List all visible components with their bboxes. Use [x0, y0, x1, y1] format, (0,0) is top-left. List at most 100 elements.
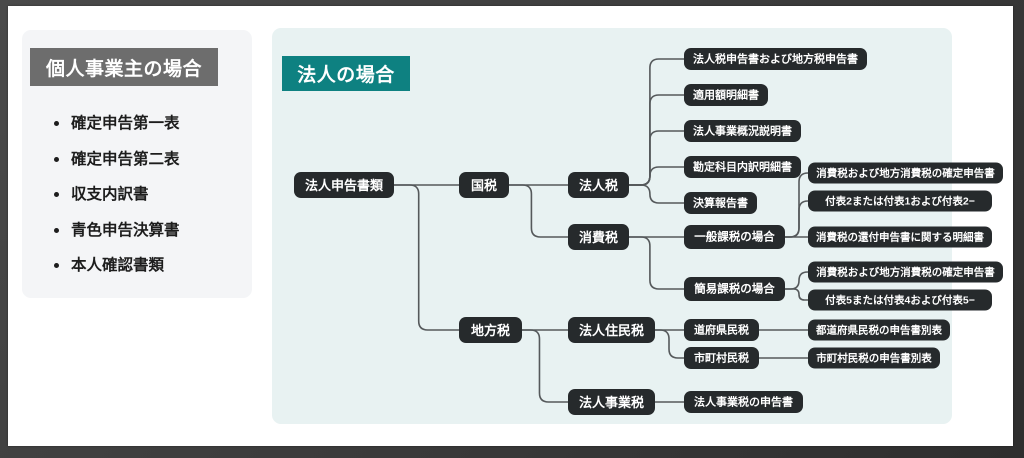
node-national-tax-label: 国税	[471, 178, 497, 193]
corporation-badge: 法人の場合	[282, 56, 410, 91]
mindmap-connectors	[394, 58, 809, 403]
node-enterprise-doc-1-box[interactable]	[684, 391, 803, 413]
list-item: 本人確認書類	[52, 258, 242, 274]
node-corporate-inhabitant-tax-label: 法人住民税	[579, 323, 644, 338]
node-corporate-doc-4-label: 勘定科目内訳明細書	[693, 160, 792, 174]
node-simplified-taxation-box[interactable]	[684, 277, 785, 301]
node-root[interactable]: 法人申告書類	[294, 172, 394, 198]
connector-simplified-doc-2	[785, 288, 808, 301]
list-item: 確定申告第二表	[52, 151, 242, 168]
node-general-doc-2[interactable]: 付表2または付表1および付表2−	[808, 190, 992, 212]
list-item: 確定申告第一表	[52, 116, 242, 132]
node-enterprise-doc-1[interactable]: 法人事業税の申告書	[684, 391, 803, 413]
node-general-taxation-box[interactable]	[684, 225, 785, 249]
node-general-doc-1-label: 消費税および地方消費税の確定申告書	[816, 167, 995, 180]
node-general-doc-2-box[interactable]	[808, 190, 992, 212]
node-municipal-inhabitant-tax[interactable]: 市町村民税	[684, 347, 759, 369]
node-simplified-taxation[interactable]: 簡易課税の場合	[684, 277, 785, 301]
node-national-tax-box[interactable]	[459, 172, 509, 198]
node-corporate-doc-2[interactable]: 適用額明細書	[684, 84, 768, 106]
connector-local-enterprise	[522, 329, 568, 403]
node-prefectural-inhabitant-tax[interactable]: 道府県民税	[684, 319, 759, 341]
node-corporate-enterprise-tax-box[interactable]	[568, 389, 655, 415]
node-corporate-doc-4-box[interactable]	[684, 156, 801, 178]
node-national-tax[interactable]: 国税	[459, 172, 509, 198]
connector-general-doc-2	[785, 200, 809, 238]
node-root-box[interactable]	[294, 172, 394, 198]
corporation-badge-label: 法人の場合	[297, 65, 395, 86]
node-corporate-enterprise-tax[interactable]: 法人事業税	[568, 389, 655, 415]
node-consumption-tax[interactable]: 消費税	[568, 224, 629, 250]
node-prefectural-inhabitant-tax-label: 道府県民税	[694, 323, 749, 337]
node-general-doc-3[interactable]: 消費税の還付申告書に関する明細書	[808, 226, 992, 248]
node-municipal-inhabitant-tax-label: 市町村民税	[694, 351, 749, 365]
node-simplified-doc-1-label: 消費税および地方消費税の確定申告書	[816, 266, 995, 279]
node-corporate-doc-3[interactable]: 法人事業概況説明書	[684, 120, 801, 142]
node-simplified-doc-1-box[interactable]	[808, 261, 1003, 283]
connector-corporate-doc-5	[629, 184, 684, 204]
node-corporate-inhabitant-tax-box[interactable]	[568, 317, 655, 343]
sole-proprietor-header: 個人事業主の場合	[30, 48, 218, 86]
node-prefectural-inhabitant-tax-box[interactable]	[684, 319, 759, 341]
node-simplified-doc-2-label: 付表5または付表4および付表5−	[825, 294, 975, 307]
node-corporate-enterprise-tax-label: 法人事業税	[579, 395, 644, 410]
node-corporate-doc-2-label: 適用額明細書	[693, 88, 759, 102]
node-simplified-doc-1[interactable]: 消費税および地方消費税の確定申告書	[808, 261, 1003, 283]
connector-general-doc-1	[785, 172, 809, 238]
node-enterprise-doc-1-label: 法人事業税の申告書	[694, 395, 793, 409]
node-municipal-inhabitant-tax-box[interactable]	[684, 347, 759, 369]
node-consumption-tax-label: 消費税	[579, 230, 618, 245]
node-municipal-doc-1-label: 市町村民税の申告書別表	[816, 352, 932, 365]
node-corporate-tax-box[interactable]	[568, 172, 629, 198]
node-local-tax-box[interactable]	[459, 317, 522, 343]
node-prefectural-doc-1-label: 都道府県民税の申告書別表	[815, 324, 942, 337]
connector-national-consumption	[509, 184, 568, 238]
node-municipal-doc-1-box[interactable]	[808, 347, 940, 369]
list-item: 青色申告決算書	[52, 222, 242, 239]
connector-corporate-doc-2	[629, 94, 684, 186]
node-prefectural-doc-1[interactable]: 都道府県民税の申告書別表	[808, 319, 950, 341]
node-general-taxation[interactable]: 一般課税の場合	[684, 225, 785, 249]
node-corporate-doc-3-box[interactable]	[684, 120, 801, 142]
node-corporate-tax[interactable]: 法人税	[568, 172, 629, 198]
node-corporate-doc-4[interactable]: 勘定科目内訳明細書	[684, 156, 801, 178]
node-corporate-doc-2-box[interactable]	[684, 84, 768, 106]
connector-simplified-doc-1	[785, 271, 808, 290]
node-corporate-doc-5-box[interactable]	[684, 192, 757, 214]
node-corporate-inhabitant-tax[interactable]: 法人住民税	[568, 317, 655, 343]
node-general-doc-3-label: 消費税の還付申告書に関する明細書	[816, 231, 984, 244]
node-simplified-taxation-label: 簡易課税の場合	[693, 282, 775, 296]
node-simplified-doc-2-box[interactable]	[808, 289, 992, 311]
node-corporate-tax-label: 法人税	[579, 178, 618, 193]
connector-corporate-doc-4	[629, 166, 684, 186]
connector-corporate-doc-3	[629, 130, 684, 186]
node-corporate-doc-5-label: 決算報告書	[693, 196, 748, 210]
node-corporate-doc-1-box[interactable]	[684, 48, 867, 70]
node-corporate-doc-5[interactable]: 決算報告書	[684, 192, 757, 214]
node-simplified-doc-2[interactable]: 付表5または付表4および付表5−	[808, 289, 992, 311]
node-general-doc-2-label: 付表2または付表1および付表2−	[825, 195, 975, 208]
node-corporate-doc-3-label: 法人事業概況説明書	[693, 124, 792, 138]
connector-inhabitant-municipal	[655, 329, 684, 359]
sole-proprietor-document-list: 確定申告第一表 確定申告第二表 収支内訳書 青色申告決算書 本人確認書類	[52, 116, 242, 294]
node-local-tax[interactable]: 地方税	[459, 317, 522, 343]
node-general-taxation-label: 一般課税の場合	[694, 230, 775, 244]
node-local-tax-label: 地方税	[471, 323, 510, 338]
node-general-doc-1[interactable]: 消費税および地方消費税の確定申告書	[808, 162, 1003, 184]
node-prefectural-doc-1-box[interactable]	[808, 319, 950, 341]
node-municipal-doc-1[interactable]: 市町村民税の申告書別表	[808, 347, 940, 369]
node-general-doc-3-box[interactable]	[808, 226, 992, 248]
node-corporate-doc-1[interactable]: 法人税申告書および地方税申告書	[684, 48, 867, 70]
connector-root-local	[394, 184, 459, 331]
sole-proprietor-header-label: 個人事業主の場合	[45, 58, 202, 80]
node-general-doc-1-box[interactable]	[808, 162, 1003, 184]
node-root-label: 法人申告書類	[305, 178, 384, 193]
connector-corporate-doc-1	[629, 58, 684, 186]
node-consumption-tax-box[interactable]	[568, 224, 629, 250]
list-item: 収支内訳書	[52, 187, 242, 203]
node-corporate-doc-1-label: 法人税申告書および地方税申告書	[693, 52, 858, 66]
connector-consumption-simplified	[629, 236, 684, 290]
